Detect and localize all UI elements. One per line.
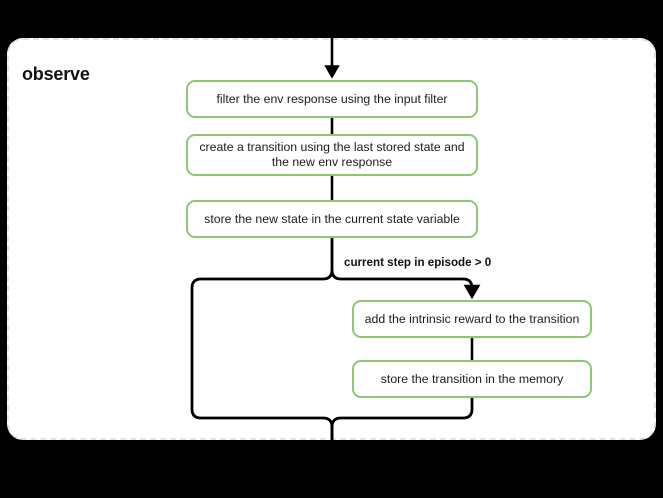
node-store-transition-memory[interactable]: store the transition in the memory <box>352 360 592 398</box>
node-create-transition[interactable]: create a transition using the last store… <box>186 134 478 176</box>
group-title-observe: observe <box>22 64 90 84</box>
node-filter-env-response[interactable]: filter the env response using the input … <box>186 80 478 118</box>
node-store-new-state[interactable]: store the new state in the current state… <box>186 200 478 238</box>
edge-label-current-step-condition: current step in episode > 0 <box>344 256 492 269</box>
node-add-intrinsic-reward[interactable]: add the intrinsic reward to the transiti… <box>352 300 592 338</box>
